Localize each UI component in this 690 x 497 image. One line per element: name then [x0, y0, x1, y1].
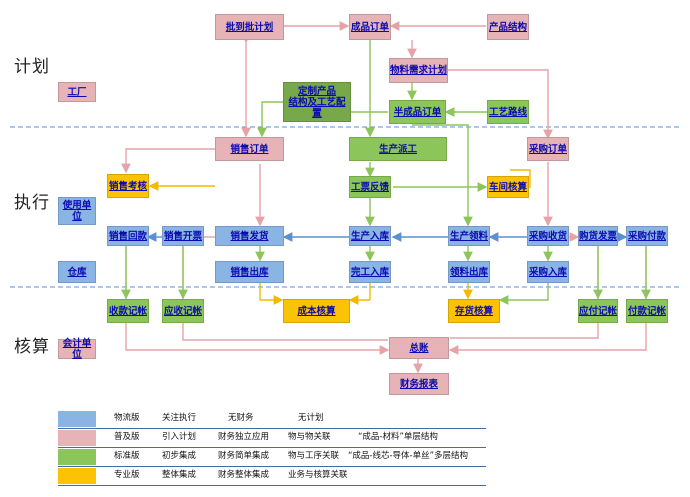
node-semi-order[interactable]: 半成品订单 — [389, 100, 446, 124]
node-workshop-accounting[interactable]: 车间核算 — [487, 176, 529, 198]
node-production-pick[interactable]: 生产领料 — [448, 226, 490, 246]
legend-edition: 普及版 — [114, 432, 140, 442]
legend-integration: 整体集成 — [162, 470, 197, 480]
arrow — [498, 283, 549, 305]
node-sales-invoice[interactable]: 销售开票 — [162, 226, 204, 246]
legend-swatch-orange — [58, 468, 96, 484]
legend-swatch-green — [58, 449, 96, 465]
legend-finance: 财务独立应用 — [218, 432, 270, 442]
arrow — [121, 148, 215, 174]
legend-edition: 专业版 — [114, 470, 140, 480]
node-routing[interactable]: 工艺路线 — [487, 100, 529, 124]
node-accounting-unit[interactable]: 会计单位 — [58, 338, 96, 360]
legend-finance: 无财务 — [228, 413, 254, 423]
node-inventory-accounting[interactable]: 存货核算 — [448, 299, 500, 323]
arrow — [412, 124, 473, 227]
node-sales-delivery[interactable]: 销售发货 — [215, 226, 284, 246]
legend-integration: 初步集成 — [162, 451, 197, 461]
legend-row: 物流版 关注执行 无财务 无计划 — [58, 410, 486, 429]
node-product-structure[interactable]: 产品结构 — [487, 14, 529, 40]
node-user-unit[interactable]: 使用单位 — [58, 197, 96, 225]
legend-row: 普及版 引入计划 财务独立应用 物与物关联 “成品-材料”单层结构 — [58, 429, 486, 448]
node-production-dispatch[interactable]: 生产派工 — [349, 137, 447, 161]
node-sales-receipt[interactable]: 销售回款 — [107, 226, 149, 246]
legend-integration: 关注执行 — [162, 413, 197, 423]
node-sales-assessment[interactable]: 销售考核 — [107, 174, 149, 198]
legend-structure: “成品-材料”单层结构 — [358, 432, 438, 442]
node-sales-order[interactable]: 销售订单 — [215, 137, 284, 161]
legend-integration: 引入计划 — [162, 432, 197, 442]
arrow — [257, 101, 283, 138]
node-financial-report[interactable]: 财务报表 — [389, 373, 449, 395]
legend-relation: 物与物关联 — [288, 432, 331, 442]
node-purchase-in[interactable]: 采购入库 — [527, 261, 569, 283]
custom-config-line1: 定制产品 — [297, 85, 336, 97]
node-payable-booking[interactable]: 应付记帐 — [578, 299, 618, 323]
node-finished-in[interactable]: 完工入库 — [349, 261, 391, 283]
node-warehouse[interactable]: 仓库 — [58, 261, 96, 283]
node-receivable-booking[interactable]: 应收记帐 — [162, 299, 204, 323]
node-production-in[interactable]: 生产入库 — [349, 226, 391, 246]
legend-finance: 财务整体集成 — [218, 470, 270, 480]
legend-edition: 标准版 — [114, 451, 140, 461]
legend-relation: 物与工序关联 — [288, 451, 340, 461]
section-plan-label: 计划 — [14, 57, 50, 77]
arrow — [450, 245, 599, 339]
legend-structure: “成品-线芯-导体-单丝”多层结构 — [348, 451, 469, 461]
legend-row: 标准版 初步集成 财务简单集成 物与工序关联 “成品-线芯-导体-单丝”多层结构 — [58, 448, 486, 467]
node-factory[interactable]: 工厂 — [58, 82, 96, 102]
legend-relation: 无计划 — [298, 413, 324, 423]
legend-edition: 物流版 — [114, 413, 140, 423]
node-general-ledger[interactable]: 总账 — [389, 337, 449, 359]
section-execute-label: 执行 — [14, 193, 50, 213]
node-sales-out[interactable]: 销售出库 — [215, 261, 284, 283]
node-purchase-order[interactable]: 采购订单 — [527, 137, 569, 161]
node-custom-config[interactable]: 定制产品 结构及工艺配置 — [283, 82, 351, 122]
legend-swatch-pink — [58, 430, 96, 446]
node-receipt-booking[interactable]: 收款记帐 — [107, 299, 149, 323]
custom-config-line2: 结构及工艺配置 — [288, 96, 346, 119]
node-ticket-feedback[interactable]: 工票反馈 — [349, 176, 391, 198]
node-cost-accounting[interactable]: 成本核算 — [283, 299, 350, 323]
arrow — [448, 69, 553, 140]
edition-legend: 物流版 关注执行 无财务 无计划 普及版 引入计划 财务独立应用 物与物关联 “… — [58, 410, 486, 486]
legend-relation: 业务与核算关联 — [288, 470, 348, 480]
node-purchase-invoice[interactable]: 购货发票 — [578, 226, 618, 246]
section-accounting-label: 核算 — [14, 337, 50, 357]
legend-swatch-blue — [58, 411, 96, 427]
node-mrp[interactable]: 物料需求计划 — [389, 58, 448, 83]
node-finished-order[interactable]: 成品订单 — [349, 14, 391, 40]
node-purchase-payment[interactable]: 采购付款 — [626, 226, 668, 246]
node-pick-out[interactable]: 领料出库 — [448, 261, 490, 283]
legend-finance: 财务简单集成 — [218, 451, 270, 461]
node-payment-booking[interactable]: 付款记帐 — [626, 299, 668, 323]
node-batch-plan[interactable]: 批到批计划 — [215, 14, 284, 40]
arrow — [182, 245, 388, 341]
node-purchase-receive[interactable]: 采购收货 — [527, 226, 569, 246]
legend-row: 专业版 整体集成 财务整体集成 业务与核算关联 — [58, 467, 486, 486]
